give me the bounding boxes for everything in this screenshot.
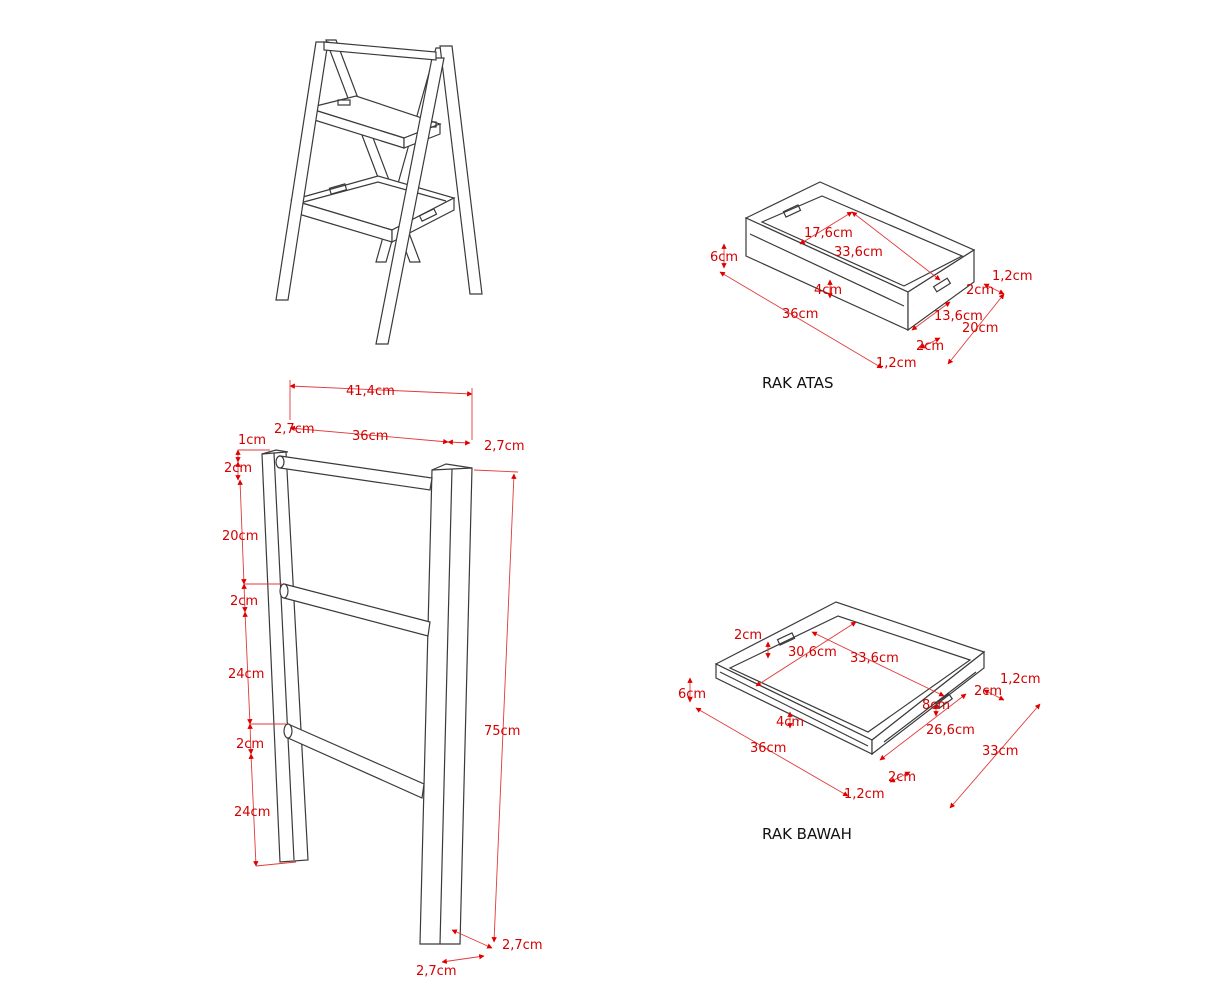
ladder-rung-3 <box>287 723 425 799</box>
dim-atas-width: 20cm <box>962 321 998 336</box>
caption-rak-atas: RAK ATAS <box>762 374 834 392</box>
front-leg-right <box>439 45 483 295</box>
dim-bawah-rail-thickness: 1,2cm <box>1000 672 1041 687</box>
front-leg-diagonal <box>375 57 445 345</box>
lower-tray <box>289 175 456 243</box>
dim-post-right: 2,7cm <box>484 439 525 454</box>
ladder-post-left <box>261 451 309 863</box>
dim-atas-corner-gap: 2cm <box>916 339 944 354</box>
dim-space-3: 24cm <box>234 805 270 820</box>
rak-bawah-dimensions <box>687 621 1041 809</box>
dim-atas-length: 36cm <box>782 307 818 322</box>
dim-atas-height: 6cm <box>710 250 738 265</box>
dim-post-left: 2,7cm <box>274 422 315 437</box>
dim-atas-inner-width: 13,6cm <box>934 309 983 324</box>
dim-atas-inner-length: 33,6cm <box>834 245 883 260</box>
dim-bawah-board: 4cm <box>776 715 804 730</box>
dim-inner-width: 36cm <box>352 429 388 444</box>
ladder-rung-1 <box>279 455 433 491</box>
rak-atas-labels: 17,6cm 33,6cm 6cm 4cm 36cm 1,2cm 2cm 13,… <box>710 226 1033 371</box>
dim-bawah-width: 33cm <box>982 744 1018 759</box>
dim-space-1: 20cm <box>222 529 258 544</box>
dim-bawah-length: 36cm <box>750 741 786 756</box>
dim-space-2: 24cm <box>228 667 264 682</box>
dim-total-width: 41,4cm <box>346 384 395 399</box>
stand-perspective-view <box>275 39 483 345</box>
dim-atas-rail-thickness: 1,2cm <box>992 269 1033 284</box>
ladder-dimensions <box>235 380 519 964</box>
ladder-dimension-labels: 41,4cm 2,7cm 36cm 2,7cm 1cm 2cm 20cm 2cm… <box>222 384 543 979</box>
dim-bawah-rail-gap: 2cm <box>974 684 1002 699</box>
dim-rung-3: 2cm <box>236 737 264 752</box>
dim-atas-corner-thickness: 1,2cm <box>876 356 917 371</box>
dim-bawah-handle-height: 2cm <box>734 628 762 643</box>
dim-bawah-height: 6cm <box>678 687 706 702</box>
ladder-rung-2 <box>283 583 431 637</box>
dim-atas-board: 4cm <box>814 283 842 298</box>
dim-rung-1: 2cm <box>224 461 252 476</box>
rak-atas-dimensions <box>719 211 1005 369</box>
dim-foot-side: 2,7cm <box>502 938 543 953</box>
upper-tray <box>305 95 442 149</box>
dim-top-gap: 1cm <box>238 433 266 448</box>
dim-bawah-slot: 8cm <box>922 698 950 713</box>
dim-height: 75cm <box>484 724 520 739</box>
front-leg-left <box>275 41 329 301</box>
dim-atas-handle-span: 17,6cm <box>804 226 853 241</box>
dim-bawah-corner-gap: 2cm <box>888 770 916 785</box>
dim-atas-rail-gap: 2cm <box>966 283 994 298</box>
dim-bawah-corner-thickness: 1,2cm <box>844 787 885 802</box>
dim-rung-2: 2cm <box>230 594 258 609</box>
top-rung <box>323 41 437 61</box>
dim-bawah-handle-span: 30,6cm <box>788 645 837 660</box>
dim-foot-front: 2,7cm <box>416 964 457 979</box>
ladder-side-view <box>261 449 473 945</box>
caption-rak-bawah: RAK BAWAH <box>762 825 852 843</box>
dim-bawah-inner-width: 26,6cm <box>926 723 975 738</box>
dim-bawah-inner-length: 33,6cm <box>850 651 899 666</box>
rak-bawah-labels: 2cm 30,6cm 33,6cm 6cm 4cm 36cm 1,2cm 2cm… <box>678 628 1041 802</box>
